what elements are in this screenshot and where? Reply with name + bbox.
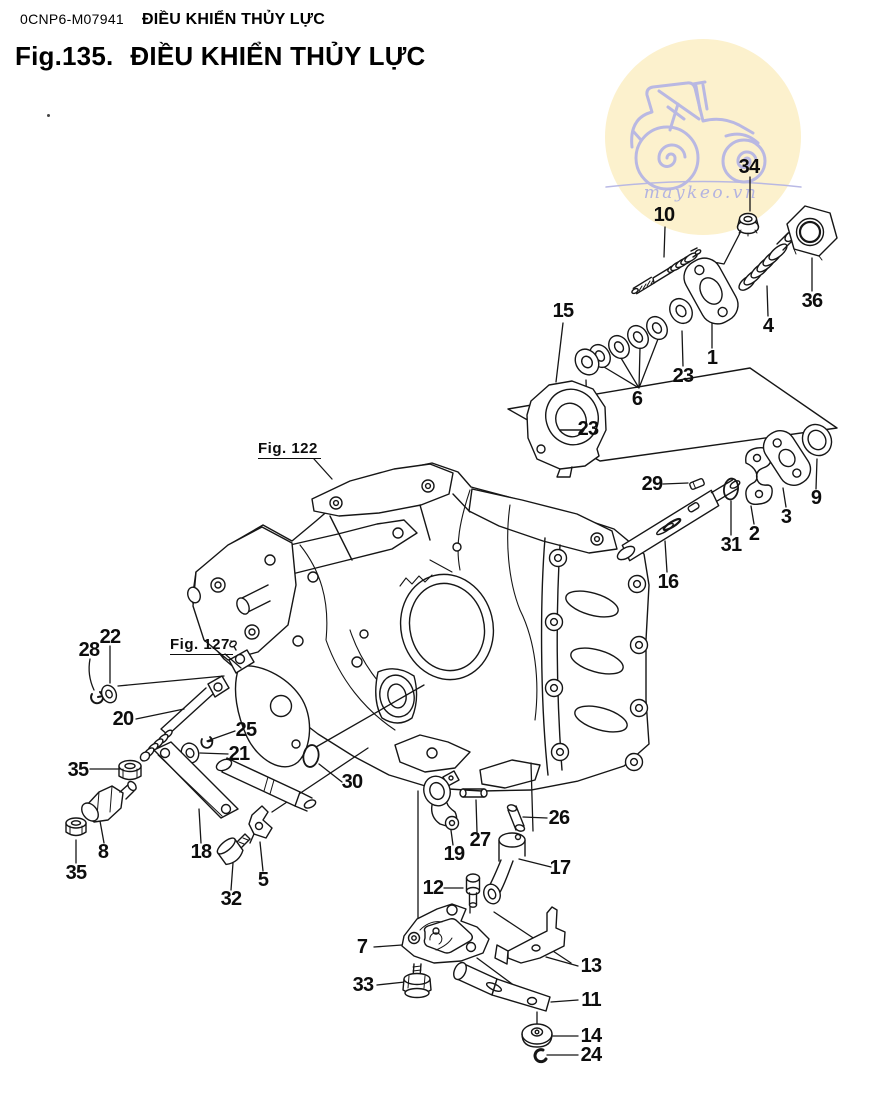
gearbox-housing xyxy=(187,462,650,792)
part-label-34: 34 xyxy=(738,156,760,178)
part-36-capnut xyxy=(786,205,838,261)
cross-shaft xyxy=(215,757,317,812)
part-label-25: 25 xyxy=(235,719,257,741)
part-1-plate xyxy=(683,257,739,325)
part-label-5: 5 xyxy=(257,869,269,891)
part-label-21: 21 xyxy=(228,743,250,765)
part-label-13: 13 xyxy=(580,955,602,977)
part-label-24: 24 xyxy=(580,1044,602,1066)
part-35-nut-b xyxy=(65,817,87,837)
watermark-text: maykeo.vn xyxy=(644,183,759,203)
part-label-8: 8 xyxy=(97,841,109,863)
part-label-3: 3 xyxy=(780,506,792,528)
part-20-rod xyxy=(139,675,230,762)
part-label-23: 23 xyxy=(577,418,599,440)
part-label-17: 17 xyxy=(549,857,571,879)
part-12-pin xyxy=(465,873,481,908)
part-8-coupler xyxy=(81,780,137,823)
part-label-32: 32 xyxy=(220,888,242,910)
part-label-11: 11 xyxy=(581,989,601,1011)
figure-ref-fig-127: Fig. 127 xyxy=(170,637,233,655)
part-label-6: 6 xyxy=(631,388,643,410)
part-label-23: 23 xyxy=(672,365,694,387)
part-25-clip xyxy=(200,736,214,749)
part-29-pin xyxy=(689,478,705,490)
part-label-30: 30 xyxy=(341,771,363,793)
part-label-15: 15 xyxy=(552,300,574,322)
part-23-washer-a xyxy=(669,297,693,325)
part-label-10: 10 xyxy=(653,204,675,226)
part-3-flange xyxy=(762,430,812,486)
part-9-ring xyxy=(801,423,833,457)
part-23-washer-b xyxy=(574,348,600,376)
part-label-33: 33 xyxy=(352,974,374,996)
part-13-bracket xyxy=(494,906,566,965)
part-label-27: 27 xyxy=(469,829,491,851)
page-header: 0CNP6-M07941 ĐIỀU KHIỂN THỦY LỰC xyxy=(20,11,325,29)
part-27-pin xyxy=(459,788,488,798)
part-22-washer xyxy=(100,684,118,704)
part-label-26: 26 xyxy=(548,807,570,829)
part-19-bracket xyxy=(423,770,460,831)
part-label-18: 18 xyxy=(190,841,212,863)
document-title: ĐIỀU KHIỂN THỦY LỰC xyxy=(142,11,326,28)
part-33-bolt xyxy=(402,963,432,999)
figure-title: ĐIỀU KHIỂN THỦY LỰC xyxy=(130,41,426,71)
part-10-rod xyxy=(631,247,702,295)
stray-dot xyxy=(47,114,50,117)
part-11-lever xyxy=(453,961,551,1012)
part-7-plate xyxy=(401,903,490,964)
part-28-clip xyxy=(90,691,105,705)
part-label-35: 35 xyxy=(67,759,89,781)
part-label-36: 36 xyxy=(801,290,823,312)
part-31-oring xyxy=(723,477,739,501)
part-17-lever xyxy=(483,832,526,905)
part-label-28: 28 xyxy=(78,639,100,661)
part-34-nut xyxy=(736,212,760,237)
part-label-22: 22 xyxy=(99,626,121,648)
part-label-29: 29 xyxy=(641,473,663,495)
part-6-washers xyxy=(589,315,668,369)
part-26-pin xyxy=(506,804,526,832)
document-code: 0CNP6-M07941 xyxy=(20,11,124,27)
part-35-nut-a xyxy=(118,759,142,781)
part-label-9: 9 xyxy=(810,487,822,509)
watermark-logo: maykeo.vn xyxy=(605,39,802,235)
part-24-clip xyxy=(533,1048,548,1064)
part-label-16: 16 xyxy=(657,571,679,593)
part-15-flange xyxy=(526,380,607,478)
part-label-12: 12 xyxy=(422,877,444,899)
part-32-bolt xyxy=(216,833,251,866)
part-label-31: 31 xyxy=(720,534,742,556)
part-label-20: 20 xyxy=(112,708,134,730)
part-label-2: 2 xyxy=(748,523,760,545)
part-label-35: 35 xyxy=(65,862,87,884)
tractor-icon xyxy=(605,80,802,191)
part-label-7: 7 xyxy=(356,936,368,958)
part-label-19: 19 xyxy=(443,843,465,865)
part-16-shaft xyxy=(616,479,741,562)
part-label-14: 14 xyxy=(580,1025,602,1047)
part-30-oring xyxy=(302,744,320,768)
part-18-bar xyxy=(153,741,239,819)
part-label-4: 4 xyxy=(762,315,774,337)
part-5-bracket xyxy=(248,805,273,844)
figure-ref-fig-122: Fig. 122 xyxy=(258,441,321,459)
figure-number: Fig.135. xyxy=(15,41,114,71)
part-label-1: 1 xyxy=(706,347,718,369)
figure-title-line: Fig.135. ĐIỀU KHIỂN THỦY LỰC xyxy=(15,41,425,72)
part-14-bushing xyxy=(521,1023,553,1048)
